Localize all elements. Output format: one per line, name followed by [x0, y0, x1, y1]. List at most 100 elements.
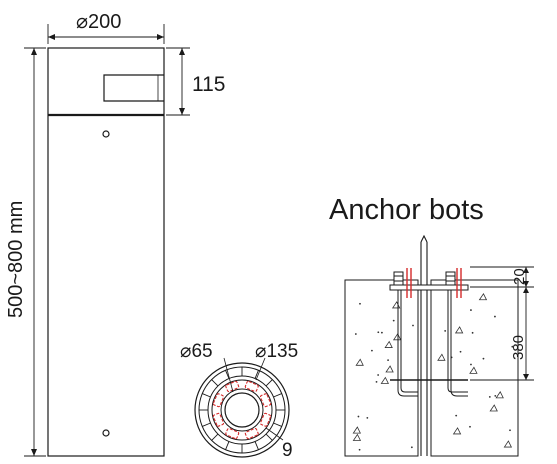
concrete-aggregate	[454, 326, 464, 334]
bolt-slot	[244, 427, 259, 440]
concrete-aggregate	[352, 426, 361, 434]
concrete-dot	[444, 330, 447, 332]
base-rib	[202, 393, 211, 398]
center-post	[420, 234, 428, 456]
anchor-depth-label: 380	[510, 334, 527, 360]
base-rib	[225, 370, 230, 379]
base-rib	[225, 441, 230, 450]
bolt-highlights	[406, 268, 462, 298]
concrete-dot	[511, 345, 514, 348]
total-height-label: 500~800 mm	[5, 200, 27, 318]
concrete-dot	[354, 333, 357, 335]
light-slot	[103, 74, 164, 102]
concrete-aggregate	[380, 376, 389, 384]
concrete-aggregate	[469, 366, 478, 374]
concrete-aggregate	[489, 404, 498, 412]
total-height-dimension	[24, 47, 46, 457]
concrete-aggregate	[355, 358, 364, 366]
bolt-slot	[212, 412, 225, 427]
concrete-aggregate	[452, 427, 462, 435]
concrete-dot	[357, 415, 360, 418]
concrete-aggregate	[391, 301, 401, 309]
base-ring-4	[211, 379, 273, 441]
concrete-aggregate	[437, 353, 446, 361]
hole-size-label: 9	[282, 440, 293, 461]
concrete-dot	[410, 446, 413, 449]
base-outer-ring	[194, 362, 290, 458]
concrete-dot	[366, 416, 369, 419]
bolt-slot	[225, 427, 240, 440]
concrete-aggregate	[478, 292, 488, 301]
concrete-dot	[509, 429, 511, 432]
concrete-dot	[455, 414, 458, 417]
concrete-dot	[482, 357, 485, 360]
concrete-dot	[359, 302, 361, 305]
base-leader-lines	[223, 357, 284, 441]
top-diameter-dimension	[47, 24, 165, 44]
concrete-dot	[377, 374, 380, 376]
anchor-nuts	[393, 271, 456, 286]
concrete-dot	[471, 331, 474, 334]
concrete-dot	[381, 331, 383, 334]
base-ring-5	[220, 388, 264, 432]
concrete-dot	[494, 394, 497, 397]
base-rib	[254, 370, 259, 379]
bolt-slot	[212, 393, 225, 408]
concrete-dot	[387, 359, 389, 361]
base-ring-3	[207, 375, 277, 445]
bollard-body	[47, 47, 165, 457]
bolt-slots	[212, 380, 272, 440]
base-rib	[265, 379, 273, 387]
base-rib	[211, 433, 219, 441]
anchor-depth-dimension	[470, 266, 534, 381]
slot-height-dimension	[166, 47, 190, 116]
concrete-speckle	[352, 292, 514, 451]
lower-screw-hole	[102, 429, 110, 437]
base-plate-view	[194, 362, 290, 458]
concrete-dot	[392, 319, 395, 322]
bolt-slot	[259, 393, 272, 408]
base-rib	[273, 393, 282, 398]
concrete-dot	[371, 349, 373, 352]
top-diameter-label: ⌀200	[76, 11, 122, 33]
upper-screw-hole	[102, 130, 110, 138]
concrete-dot	[488, 396, 491, 398]
anchor-section	[344, 234, 534, 457]
bolt-circle-diameter-label: ⌀135	[255, 341, 299, 362]
concrete-right-block	[430, 279, 519, 457]
concrete-dot	[459, 350, 462, 353]
concrete-aggregate	[352, 433, 362, 441]
anchor-base-plate	[389, 284, 469, 291]
concrete-dot	[469, 425, 471, 428]
inner-diameter-label: ⌀65	[180, 341, 213, 362]
bolt-slot	[244, 380, 259, 393]
slot-height-label: 115	[192, 73, 226, 96]
base-rib	[254, 441, 259, 450]
concrete-dot	[375, 380, 378, 383]
concrete-dot	[494, 315, 496, 318]
bollard-front-view	[47, 47, 165, 457]
base-ribs	[199, 367, 285, 453]
concrete-dot	[358, 448, 361, 451]
concrete-aggregate	[384, 340, 393, 348]
bolt-slot	[259, 412, 272, 427]
base-rib	[273, 422, 282, 427]
base-rib	[211, 379, 219, 387]
concrete-dot	[470, 363, 472, 366]
concrete-aggregate	[503, 440, 513, 448]
concrete-dot	[377, 331, 380, 334]
bolt-projection-label: 20	[511, 268, 528, 285]
concrete-aggregate	[495, 391, 504, 399]
concrete-aggregate	[385, 365, 394, 373]
concrete-dot	[412, 324, 414, 327]
concrete-left-block	[344, 279, 419, 457]
base-inner-ring	[224, 392, 260, 428]
base-rib	[265, 433, 273, 441]
concrete-dot	[470, 309, 472, 311]
base-rib	[202, 422, 211, 427]
anchor-title: Anchor bots	[329, 194, 484, 226]
bolt-shafts	[390, 290, 468, 397]
concrete-aggregate	[392, 333, 402, 341]
